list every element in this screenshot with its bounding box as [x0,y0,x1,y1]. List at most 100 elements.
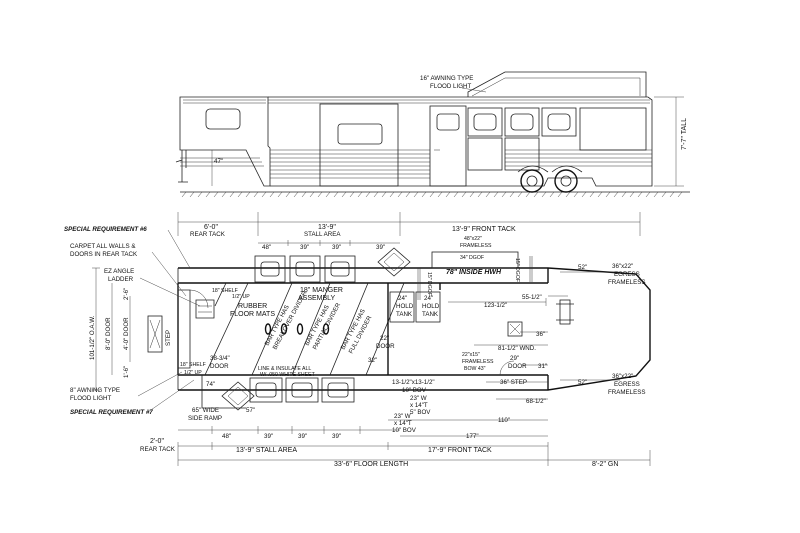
bov-1-size: 13-1/2"x13-1/2" [392,379,435,386]
tack-door [429,105,467,187]
frameless-window-label-1: 48"x22" [464,236,482,242]
stall-corner-window [377,247,411,277]
dim-123-label: 123-1/2" [484,302,507,309]
step-36-label: 36" STEP [500,379,527,386]
front-tack-top-label: 13'-9" FRONT TACK [452,226,516,233]
rear-tack-top-dim: 6'-0" [204,224,218,231]
dim-52-bottom: 52" [578,379,587,386]
door-8ft-label: 8'-0" DOOR [105,317,112,350]
hold-tank-2-hold: HOLD [422,303,440,310]
dim-52-top: 52" [578,264,587,271]
special-req-6: SPECIAL REQUIREMENT #6 [64,226,147,233]
door-29-size: 29" [510,355,519,362]
front-window-48x22 [431,251,519,269]
left-side-dims: 101-1/2" O.A.W. 8'-0" DOOR 4'-0" DOOR 2'… [89,267,131,391]
shelf-top-label-2: 1/2" UP [232,294,250,300]
ground-hatch [180,191,690,198]
egress-1-frameless: FRAMELESS [608,279,645,286]
hold-tank-1-hold: HOLD [396,303,414,310]
side-ramp-window [221,381,255,411]
dim-16-label: 1'-6" [123,366,130,378]
rear-step-label: STEP [165,330,172,346]
bottom-stall-width-1: 48" [222,433,231,440]
dim-36-label: 36" [536,331,545,338]
dim-74-label: 74" [206,381,215,388]
hold-tank-1-size: 24" [398,295,407,302]
dgof-34-label: 34" DGOF [460,255,484,261]
entry-door-window [337,123,383,145]
bottom-mangers [249,377,355,403]
door-3834-door: DOOR [210,363,229,370]
frameless-bow-2: FRAMELESS [462,359,494,365]
dim-31-label: 31" [538,363,547,370]
egress-2-frameless: FRAMELESS [608,389,645,396]
bottom-dimension-lines: 48" 39" 39" 39" 2'-0" REAR TACK 13'-9" S… [140,426,651,468]
trailer-body-outline [268,96,653,187]
nose-hitch [556,299,574,325]
bottom-stall-width-4: 39" [332,433,341,440]
rear-tack-bottom-dim: 2'-0" [150,438,164,445]
side-elevation: 47" 16" AWNING TYPE FLOOD [175,71,690,198]
dim-177-label: 177" [466,433,479,440]
egress-1-size: 36"x22" [612,263,633,270]
ladder-label-2: LADDER [108,276,134,283]
dim-110-label: 110" [498,417,510,424]
top-mangers [254,255,356,283]
carpet-label-1: CARPET ALL WALLS & [70,243,136,250]
floor-plan [147,247,651,437]
hold-tank-2-tank: TANK [422,311,439,318]
overall-height-label: 7'-7" TALL [681,118,688,150]
hold-tank-2 [415,291,441,323]
stall-area-bottom-label: 13'-9" STALL AREA [236,447,297,454]
lined-sheet-label-1: LINE & INSULATE ALL [258,366,311,372]
dgof-right-label: 15" DGOF [514,258,520,282]
front-tack-labels: 48"x22" FRAMELESS 34" DGOF 15" DGOF 15" … [368,236,645,440]
door-4ft-label: 4'-0" DOOR [123,317,130,350]
awning-8-label-2: FLOOD LIGHT [70,395,111,402]
hold-tank-1 [389,291,415,323]
shelf-bottom-label-1: 18" SHELF [180,362,206,368]
hold-tank-2-size: 24" [424,295,433,302]
side-ramp-label-1: 65" WIDE [192,407,219,414]
hitch-jack [175,150,188,183]
shelf-bottom-label-2: 1/2" UP [184,370,202,376]
stall-area-top-label: STALL AREA [304,231,341,238]
rear-tack-bottom-label: REAR TACK [140,446,176,453]
top-stall-width-2: 39" [300,244,309,251]
rubber-mat-label-1: RUBBER [238,303,267,310]
horse-windows [467,107,577,171]
bov-2-width: 23" W [410,395,427,402]
roof-vent [467,71,647,97]
dim-26-label: 2'-6" [123,288,130,300]
bov-2-height: x 14"T [410,402,428,409]
awning-flood-label-2: FLOOD LIGHT [430,83,471,90]
door-22-label: DOOR [376,343,395,350]
bov-2-label: 5" BOV [410,409,431,416]
top-stall-width-3: 39" [332,244,341,251]
hold-tank-1-tank: TANK [396,311,413,318]
gooseneck-length-label: 8'-2" GN [592,461,618,468]
door-3834-label: 38-3/4" [210,355,230,362]
dim-57-label: 57" [246,407,255,414]
bov-3-width: 23" W [394,413,411,420]
gooseneck-window [205,108,241,130]
special-req-7: SPECIAL REQUIREMENT #7 [70,409,153,416]
bov-3-height: x 14"T [394,420,412,427]
top-dimension-lines: 6'-0" REAR TACK 13'-9" STALL AREA 13'-9"… [177,212,641,251]
dgof-left-label: 15" DGOF [426,272,432,296]
floor-plan-outline [177,267,651,391]
door-22-size: 22" [380,335,389,342]
left-callouts: SPECIAL REQUIREMENT #6 CARPET ALL WALLS … [64,226,201,416]
top-stall-width-1: 48" [262,244,271,251]
side-ramp-label-2: SIDE RAMP [188,415,222,422]
bov-1-label: 10" BOV [402,387,427,394]
carpet-label-2: DOORS IN REAR TACK [70,251,138,258]
oaw-label: 101-1/2" O.A.W. [89,315,96,360]
ez-angle-ladder [195,299,215,319]
bottom-stall-width-3: 39" [298,433,307,440]
frameless-bow-1: 22"x15" [462,352,480,358]
bottom-stall-width-2: 39" [264,433,273,440]
rubber-mat-label-2: FLOOR MATS [230,311,275,318]
stall-dividers [204,282,405,376]
egress-2-size: 36"x22" [612,373,633,380]
